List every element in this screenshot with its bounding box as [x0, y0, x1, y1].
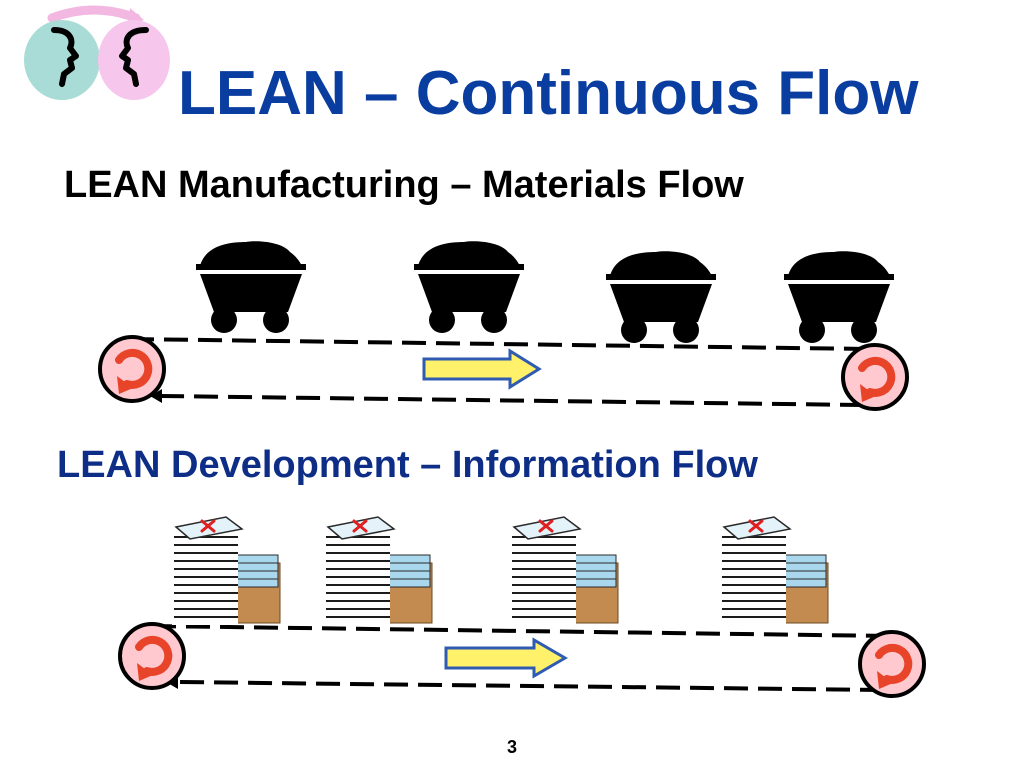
slide-title: LEAN – Continuous Flow: [178, 59, 919, 128]
document-stack-icon: [324, 515, 434, 626]
rotation-roller-icon: [100, 337, 164, 401]
rotation-roller-icon: [120, 624, 184, 688]
document-stack-icon: [720, 515, 830, 626]
ore-cart-icon: [414, 241, 524, 333]
forward-arrow-icon: [444, 637, 568, 679]
rotation-roller-icon: [860, 632, 924, 696]
ore-cart-icon: [606, 251, 716, 343]
information-flow-heading: LEAN Development – Information Flow: [57, 444, 758, 486]
document-stack-icon: [510, 515, 620, 626]
rotation-roller-icon: [843, 345, 907, 409]
ore-cart-icon: [784, 251, 894, 343]
document-stack-icon: [172, 515, 282, 626]
page-number: 3: [506, 737, 517, 757]
forward-arrow-icon: [422, 348, 542, 390]
two-faces-logo-icon: [24, 5, 170, 100]
materials-flow-heading: LEAN Manufacturing – Materials Flow: [64, 164, 744, 206]
materials-conveyor: [129, 337, 869, 407]
ore-cart-icon: [196, 241, 306, 333]
